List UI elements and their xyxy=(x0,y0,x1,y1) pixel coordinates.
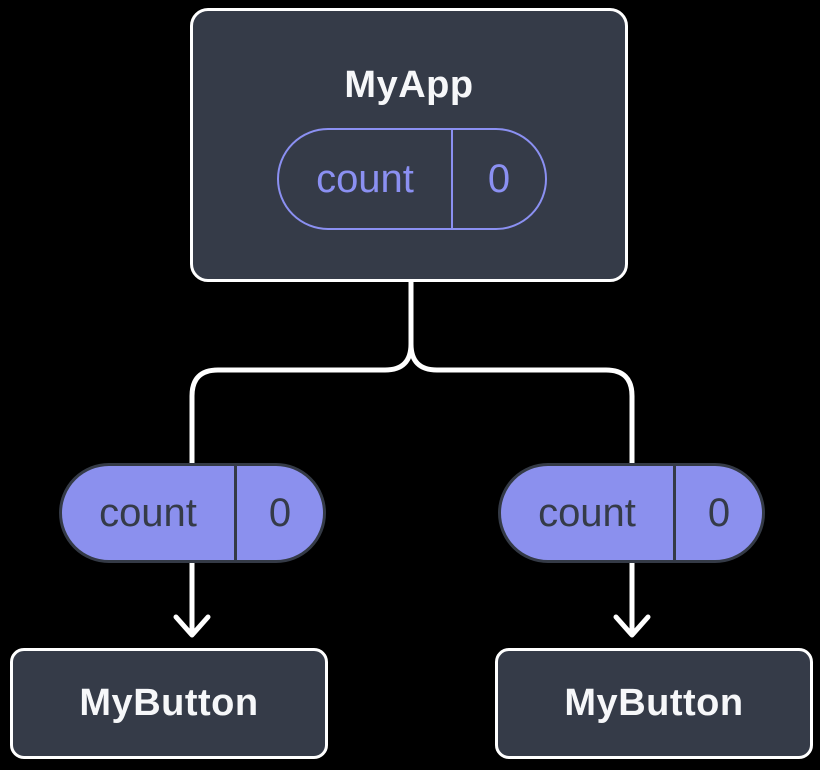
right-state-name: count xyxy=(538,490,636,535)
left-state-pill: count 0 xyxy=(59,463,326,563)
right-mybutton-title: MyButton xyxy=(564,682,744,724)
right-state-value: 0 xyxy=(673,466,762,560)
left-mybutton-card: MyButton xyxy=(10,648,328,759)
myapp-card: MyApp count 0 xyxy=(190,8,628,282)
right-state-pill: count 0 xyxy=(498,463,765,563)
left-state-name: count xyxy=(99,490,197,535)
left-mybutton-title: MyButton xyxy=(79,682,259,724)
arrowhead-right-icon xyxy=(613,614,651,638)
right-mybutton-card: MyButton xyxy=(495,648,813,759)
left-state-value: 0 xyxy=(234,466,323,560)
root-state-name: count xyxy=(316,156,414,201)
myapp-title: MyApp xyxy=(344,64,474,106)
root-state-pill: count 0 xyxy=(277,128,547,230)
branch-line-left xyxy=(189,281,414,466)
arrowhead-left-icon xyxy=(173,614,211,638)
root-state-value: 0 xyxy=(451,130,545,228)
branch-line-right xyxy=(408,281,635,466)
